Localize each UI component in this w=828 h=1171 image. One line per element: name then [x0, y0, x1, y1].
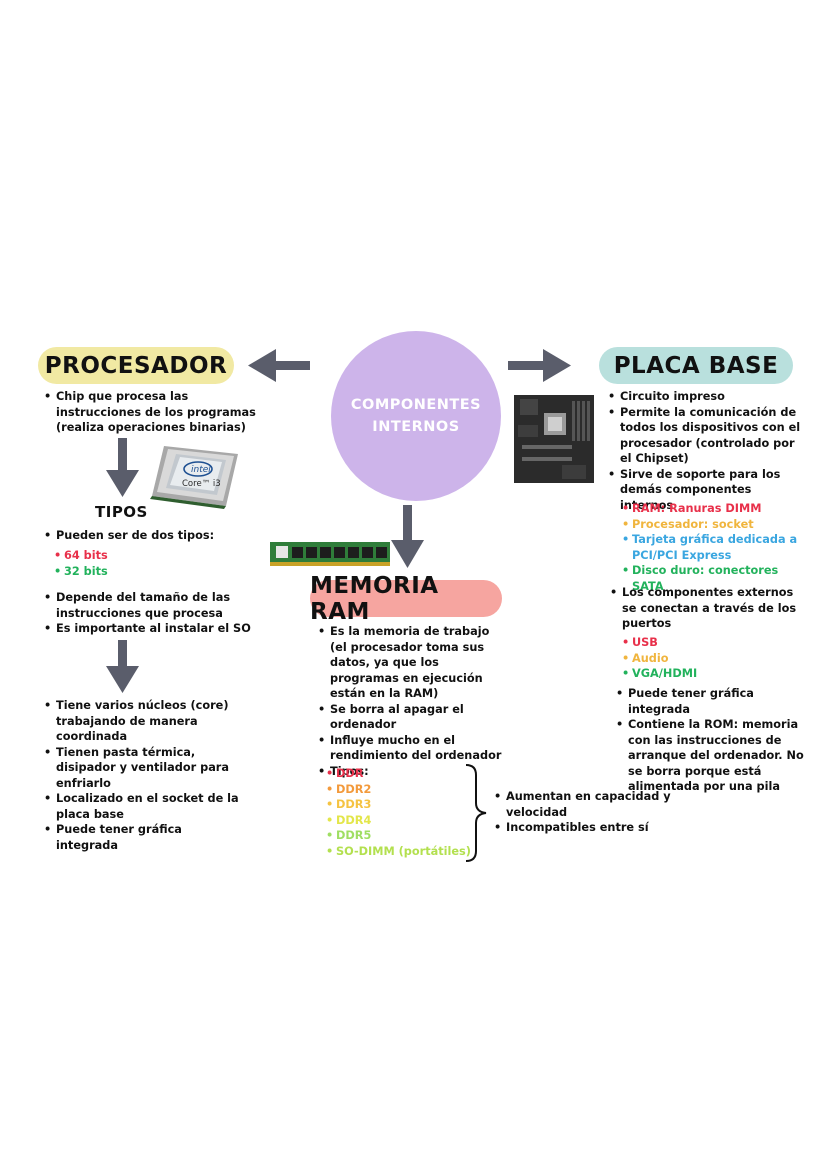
arrow-left-to-procesador — [248, 349, 310, 382]
arrow-down-to-tipos — [106, 438, 139, 497]
list-item: Circuito impreso — [606, 389, 806, 405]
list-item: Tiene varios núcleos (core) trabajando d… — [42, 698, 242, 745]
list-item: Permite la comunicación de todos los dis… — [606, 405, 806, 467]
list-item: Procesador: socket — [620, 517, 810, 533]
list-item: 32 bits — [52, 564, 212, 580]
list-item: Aumentan en capacidad y velocidad — [492, 789, 672, 820]
list-item: USB — [620, 635, 780, 651]
placa-base-title: PLACA BASE — [599, 347, 793, 384]
tipos-bits-list: 64 bits 32 bits — [52, 548, 212, 579]
list-item: DDR4 — [324, 813, 484, 829]
procesador-title: PROCESADOR — [38, 347, 234, 384]
arrow-right-to-placa-base — [508, 349, 571, 382]
tipos-intro-list: Pueden ser de dos tipos: — [42, 528, 257, 544]
list-item: Chip que procesa las instrucciones de lo… — [42, 389, 257, 436]
list-item: 64 bits — [52, 548, 212, 564]
list-item: Es la memoria de trabajo (el procesador … — [316, 624, 506, 702]
list-item: VGA/HDMI — [620, 666, 780, 682]
list-item: Contiene la ROM: memoria con las instruc… — [614, 717, 809, 795]
list-item: Tarjeta gráfica dedicada a PCI/PCI Expre… — [620, 532, 810, 563]
list-item: Localizado en el socket de la placa base — [42, 791, 242, 822]
list-item: Audio — [620, 651, 780, 667]
ram-tipos-list: DDR DDR2 DDR3 DDR4 DDR5 SO-DIMM (portáti… — [324, 766, 484, 859]
list-item: DDR5 — [324, 828, 484, 844]
list-item: Es importante al instalar el SO — [42, 621, 257, 637]
memoria-ram-title: MEMORIA RAM — [310, 573, 502, 625]
procesador-bottom-list: Tiene varios núcleos (core) trabajando d… — [42, 698, 242, 853]
ram-notes-list: Aumentan en capacidad y velocidad Incomp… — [492, 789, 672, 836]
center-title-line1: COMPONENTES — [350, 397, 482, 413]
placa-items-list: Circuito impreso Permite la comunicación… — [606, 389, 806, 513]
list-item: Incompatibles entre sí — [492, 820, 672, 836]
center-title-line2: INTERNOS — [372, 419, 460, 435]
center-topic-circle: COMPONENTES INTERNOS — [331, 331, 501, 501]
list-item: Puede tener gráfica integrada — [614, 686, 809, 717]
list-item: DDR3 — [324, 797, 484, 813]
list-item: DDR2 — [324, 782, 484, 798]
placa-externos-list: Los componentes externos se conectan a t… — [608, 585, 803, 632]
intel-cpu-image: intel Core™ i3 — [150, 446, 238, 509]
list-item: SO-DIMM (portátiles) — [324, 844, 484, 860]
placa-final-list: Puede tener gráfica integrada Contiene l… — [614, 686, 809, 795]
list-item: DDR — [324, 766, 484, 782]
chip-model: Core™ i3 — [182, 479, 221, 489]
placa-puertos-list: USB Audio VGA/HDMI — [620, 635, 780, 682]
curly-brace — [465, 764, 487, 862]
ram-items-list: Es la memoria de trabajo (el procesador … — [316, 624, 506, 779]
motherboard-image — [514, 395, 594, 483]
list-item: Los componentes externos se conectan a t… — [608, 585, 803, 632]
list-item: Se borra al apagar el ordenador — [316, 702, 506, 733]
arrow-down-to-memoria-ram — [391, 505, 424, 568]
list-item: Depende del tamaño de las instrucciones … — [42, 590, 257, 621]
arrow-down-to-procesador-details — [106, 640, 139, 693]
list-item: Influye mucho en el rendimiento del orde… — [316, 733, 506, 764]
list-item: Pueden ser de dos tipos: — [42, 528, 257, 544]
procesador-intro-list: Chip que procesa las instrucciones de lo… — [42, 389, 257, 436]
list-item: Tienen pasta térmica, disipador y ventil… — [42, 745, 242, 792]
list-item: Puede tener gráfica integrada — [42, 822, 242, 853]
ram-stick-image — [270, 542, 390, 566]
tipos-label: TIPOS — [95, 503, 148, 521]
placa-soporte-list: RAM: Ranuras DIMM Procesador: socket Tar… — [620, 501, 810, 594]
list-item: RAM: Ranuras DIMM — [620, 501, 810, 517]
chip-brand: intel — [191, 465, 211, 475]
procesador-more-list: Depende del tamaño de las instrucciones … — [42, 590, 257, 637]
